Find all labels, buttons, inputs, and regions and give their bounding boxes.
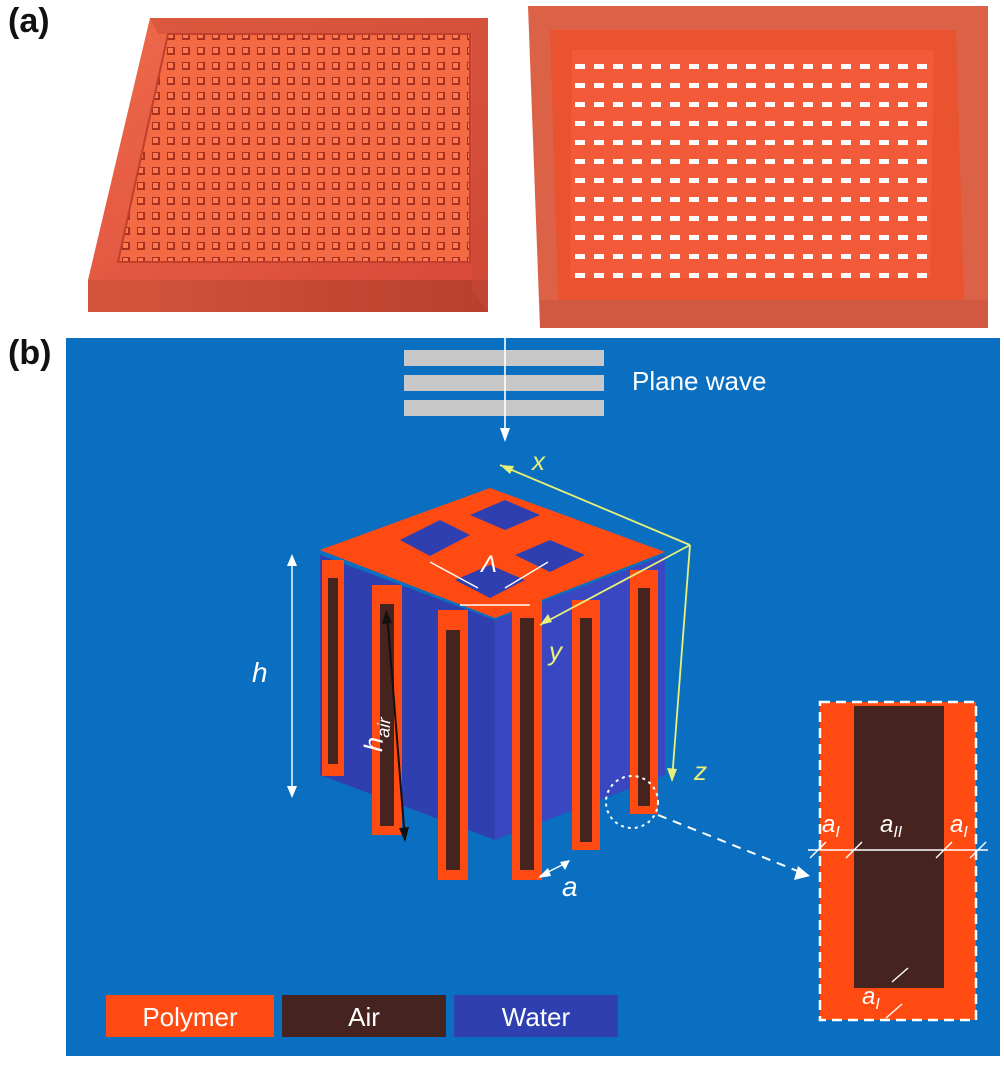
- axis-y-label: y: [547, 636, 564, 666]
- lattice-period-arrows: [429, 561, 549, 606]
- panel-label-b: (b): [8, 334, 52, 372]
- inset-cross-section: [818, 700, 978, 1022]
- air-height-label: hair: [358, 715, 394, 753]
- inset-a2-label: aII: [880, 811, 903, 841]
- zoom-circle: [605, 775, 659, 829]
- legend-swatch-water: [454, 995, 618, 1037]
- lambda-label: Λ: [479, 551, 497, 578]
- hole-array-plate: [528, 6, 988, 328]
- panel-label-a: (a): [8, 2, 50, 40]
- plane-wave-label: Plane wave: [632, 366, 766, 396]
- inset-a1-bottom-label: aI: [862, 983, 880, 1013]
- height-label: h: [252, 657, 268, 688]
- wall-width-label: a: [562, 871, 578, 902]
- legend-label-water: Water: [502, 1002, 571, 1032]
- wall-width-arrow: [538, 860, 570, 878]
- unit-cell-structure: [320, 488, 665, 880]
- zoom-pointer-arrow: [657, 814, 810, 880]
- legend-swatch-polymer: [106, 995, 274, 1037]
- axis-z-label: z: [693, 756, 707, 786]
- axis-x-label: x: [530, 446, 546, 476]
- inset-width-line: [808, 841, 988, 1019]
- plane-wave-fronts: [404, 350, 604, 416]
- legend-swatch-air: [282, 995, 446, 1037]
- coordinate-axes: [499, 464, 691, 782]
- legend-label-air: Air: [348, 1002, 380, 1032]
- inset-a1-right-label: aI: [950, 811, 968, 841]
- legend-label-polymer: Polymer: [142, 1002, 238, 1032]
- air-height-arrow: [382, 610, 409, 842]
- height-arrow: [287, 554, 297, 798]
- material-legend: Polymer Air Water: [106, 995, 618, 1037]
- inset-a1-left-label: aI: [822, 811, 840, 841]
- pillar-array-plate: [88, 18, 488, 312]
- incident-arrow: [500, 338, 510, 442]
